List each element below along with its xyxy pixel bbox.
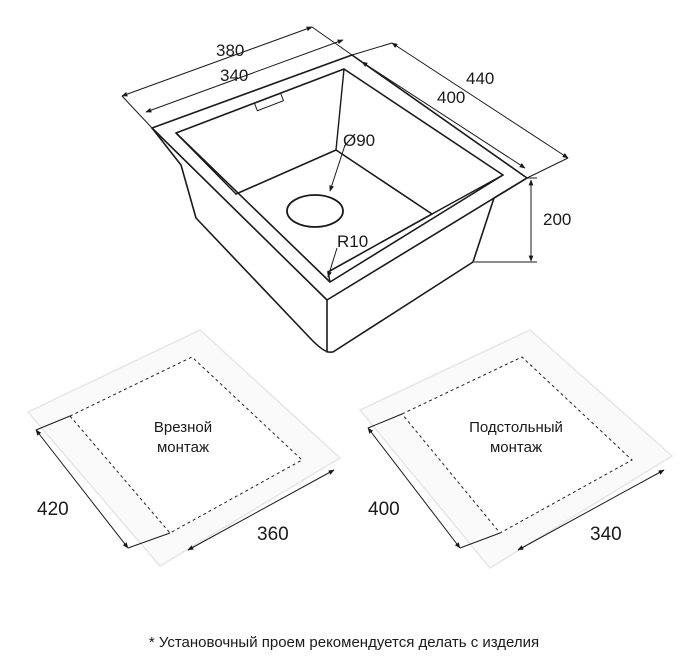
cutout-panel-2: Подстольный монтаж 400 340: [358, 329, 674, 569]
cutout-2-label-line2: монтаж: [490, 439, 542, 456]
sink-drawing: [151, 54, 528, 354]
panel-2-cutout-outline: [401, 356, 633, 534]
cutout-2-label-line1: Подстольный: [469, 419, 563, 436]
width-outer-label: 380: [216, 41, 244, 60]
drain-diameter-label: Ø90: [343, 131, 375, 150]
cutout-1-label-line1: Врезной: [154, 419, 212, 436]
sink-body-right: [332, 177, 528, 353]
width-inner-label: 340: [220, 66, 248, 85]
cutout-panel-1: Врезной монтаж 420 360: [26, 329, 342, 567]
brand-badge: [253, 92, 285, 112]
sink-bowl-floor: [235, 149, 433, 273]
cutout-2-width-label: 340: [590, 524, 622, 545]
cutout-1-depth-label: 420: [37, 499, 69, 520]
depth-inner-label: 400: [437, 88, 465, 107]
panel-1-cutout-outline: [69, 356, 303, 534]
cutout-1-width-label: 360: [257, 524, 289, 545]
sink-body-left: [151, 127, 333, 354]
depth-outer-label: 440: [466, 69, 494, 88]
height-label: 200: [543, 210, 571, 229]
drain-hole: [286, 194, 344, 228]
footnote: * Установочный проем рекомендуется делат…: [149, 634, 539, 651]
sink-dimension-labels: 380 340 440 400 200 Ø90 R10: [216, 41, 571, 251]
corner-radius-label: R10: [337, 232, 368, 251]
cutout-2-depth-label: 400: [368, 499, 400, 520]
cutout-1-label-line2: монтаж: [157, 439, 209, 456]
sink-dimensions: [121, 26, 569, 278]
